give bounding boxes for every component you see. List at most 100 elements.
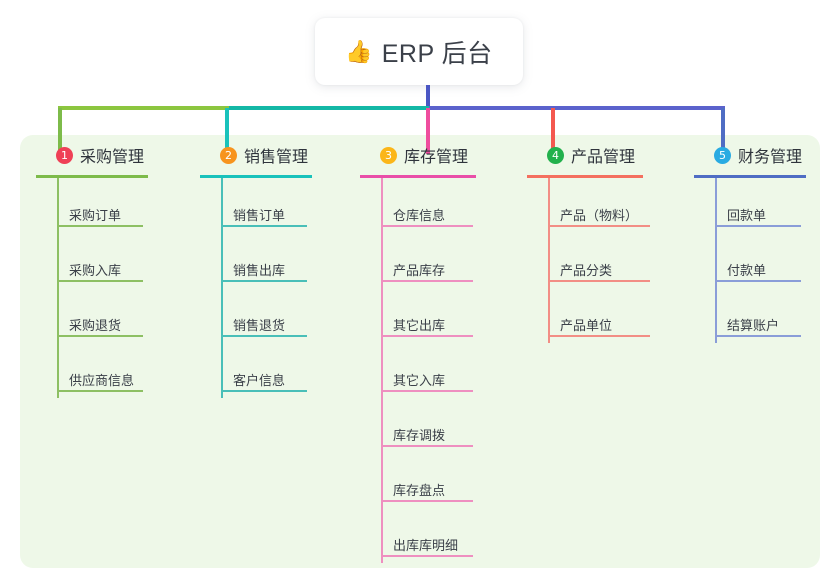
root-node-card[interactable]: 👍 ERP 后台 bbox=[315, 18, 523, 85]
leaf-node-label: 采购退货 bbox=[69, 318, 122, 333]
leaf-node-label: 供应商信息 bbox=[69, 373, 135, 388]
branch-column-5: 5 财务管理回款单付款单结算账户 bbox=[694, 142, 806, 343]
bus-segment-3 bbox=[429, 106, 725, 110]
bus-drop-2 bbox=[225, 108, 229, 154]
branch-column-1: 1 采购管理采购订单采购入库采购退货供应商信息 bbox=[36, 142, 148, 398]
leaf-node-underline bbox=[381, 225, 473, 227]
branch-spine bbox=[715, 178, 717, 343]
branch-underline bbox=[527, 175, 643, 178]
leaf-node[interactable]: 结算账户 bbox=[694, 288, 806, 343]
bus-drop-1 bbox=[58, 108, 62, 154]
leaf-node-underline bbox=[381, 445, 473, 447]
leaf-node[interactable]: 采购退货 bbox=[36, 288, 148, 343]
leaf-node[interactable]: 产品分类 bbox=[527, 233, 650, 288]
leaf-node-underline bbox=[221, 280, 307, 282]
leaf-node-underline bbox=[221, 390, 307, 392]
leaf-node-underline bbox=[381, 280, 473, 282]
leaf-node-label: 出库库明细 bbox=[393, 538, 459, 553]
bus-drop-3 bbox=[426, 108, 430, 154]
leaf-node[interactable]: 采购订单 bbox=[36, 178, 148, 233]
branch-underline bbox=[200, 175, 312, 178]
leaf-node-underline bbox=[221, 335, 307, 337]
leaf-node-label: 付款单 bbox=[727, 263, 767, 278]
branch-spine bbox=[57, 178, 59, 398]
leaf-node[interactable]: 库存盘点 bbox=[360, 453, 476, 508]
root-trunk-connector bbox=[426, 85, 430, 109]
branch-column-2: 2 销售管理销售订单销售出库销售退货客户信息 bbox=[200, 142, 312, 398]
leaf-node-label: 销售退货 bbox=[233, 318, 286, 333]
leaf-node-label: 其它出库 bbox=[393, 318, 446, 333]
leaf-node-label: 回款单 bbox=[727, 208, 767, 223]
leaf-node[interactable]: 销售退货 bbox=[200, 288, 312, 343]
branch-header-1[interactable]: 1 采购管理 bbox=[36, 142, 148, 168]
branch-column-3: 3 库存管理仓库信息产品库存其它出库其它入库库存调拨库存盘点出库库明细 bbox=[360, 142, 476, 563]
bus-segment-2 bbox=[229, 106, 429, 110]
leaf-node-underline bbox=[57, 335, 143, 337]
branch-header-3[interactable]: 3 库存管理 bbox=[360, 142, 476, 168]
leaf-node-label: 库存调拨 bbox=[393, 428, 446, 443]
leaf-node-underline bbox=[381, 555, 473, 557]
branch-title: 库存管理 bbox=[404, 149, 469, 166]
branch-title: 产品管理 bbox=[571, 149, 636, 166]
branch-leaf-list: 销售订单销售出库销售退货客户信息 bbox=[200, 178, 312, 398]
branch-spine bbox=[381, 178, 383, 563]
leaf-node-label: 销售订单 bbox=[233, 208, 286, 223]
branch-leaf-list: 回款单付款单结算账户 bbox=[694, 178, 806, 343]
leaf-node[interactable]: 付款单 bbox=[694, 233, 806, 288]
leaf-node-underline bbox=[715, 335, 801, 337]
leaf-node-label: 结算账户 bbox=[727, 318, 780, 333]
leaf-node-label: 其它入库 bbox=[393, 373, 446, 388]
leaf-node[interactable]: 回款单 bbox=[694, 178, 806, 233]
branch-title: 财务管理 bbox=[738, 149, 803, 166]
thumbs-up-icon: 👍 bbox=[345, 38, 373, 64]
leaf-node[interactable]: 产品单位 bbox=[527, 288, 650, 343]
leaf-node-underline bbox=[381, 390, 473, 392]
branch-leaf-list: 产品（物料） 产品分类产品单位 bbox=[527, 178, 650, 343]
leaf-node-label: 产品（物料） bbox=[560, 208, 639, 223]
leaf-node[interactable]: 采购入库 bbox=[36, 233, 148, 288]
leaf-node-label: 产品单位 bbox=[560, 318, 613, 333]
leaf-node[interactable]: 销售出库 bbox=[200, 233, 312, 288]
leaf-node-underline bbox=[715, 225, 801, 227]
leaf-node-underline bbox=[57, 225, 143, 227]
leaf-node[interactable]: 产品（物料） bbox=[527, 178, 650, 233]
branch-leaf-list: 采购订单采购入库采购退货供应商信息 bbox=[36, 178, 148, 398]
leaf-node-label: 仓库信息 bbox=[393, 208, 446, 223]
leaf-node[interactable]: 供应商信息 bbox=[36, 343, 148, 398]
branch-index-badge: 3 bbox=[380, 146, 397, 164]
branch-title: 采购管理 bbox=[80, 149, 145, 166]
leaf-node-underline bbox=[57, 280, 143, 282]
leaf-node-label: 产品分类 bbox=[560, 263, 613, 278]
leaf-node[interactable]: 库存调拨 bbox=[360, 398, 476, 453]
leaf-node[interactable]: 产品库存 bbox=[360, 233, 476, 288]
leaf-node-underline bbox=[381, 335, 473, 337]
root-node-title: ERP 后台 bbox=[381, 39, 493, 68]
branch-header-2[interactable]: 2 销售管理 bbox=[200, 142, 312, 168]
leaf-node[interactable]: 销售订单 bbox=[200, 178, 312, 233]
leaf-node-label: 销售出库 bbox=[233, 263, 286, 278]
branch-spine bbox=[548, 178, 550, 343]
leaf-node[interactable]: 其它入库 bbox=[360, 343, 476, 398]
leaf-node[interactable]: 客户信息 bbox=[200, 343, 312, 398]
branch-index-badge: 1 bbox=[56, 146, 73, 164]
bus-drop-4 bbox=[551, 108, 555, 154]
branch-title: 销售管理 bbox=[244, 149, 309, 166]
leaf-node[interactable]: 仓库信息 bbox=[360, 178, 476, 233]
branch-index-badge: 5 bbox=[714, 146, 731, 164]
leaf-node[interactable]: 其它出库 bbox=[360, 288, 476, 343]
branch-header-5[interactable]: 5 财务管理 bbox=[694, 142, 806, 168]
branch-leaf-list: 仓库信息产品库存其它出库其它入库库存调拨库存盘点出库库明细 bbox=[360, 178, 476, 563]
leaf-node-label: 采购订单 bbox=[69, 208, 122, 223]
branch-spine bbox=[221, 178, 223, 398]
bus-drop-5 bbox=[721, 108, 725, 154]
leaf-node-underline bbox=[548, 335, 650, 337]
branch-index-badge: 2 bbox=[220, 146, 237, 164]
bus-segment-1 bbox=[58, 106, 229, 110]
leaf-node-label: 库存盘点 bbox=[393, 483, 446, 498]
leaf-node-underline bbox=[715, 280, 801, 282]
branch-underline bbox=[36, 175, 148, 178]
leaf-node[interactable]: 出库库明细 bbox=[360, 508, 476, 563]
